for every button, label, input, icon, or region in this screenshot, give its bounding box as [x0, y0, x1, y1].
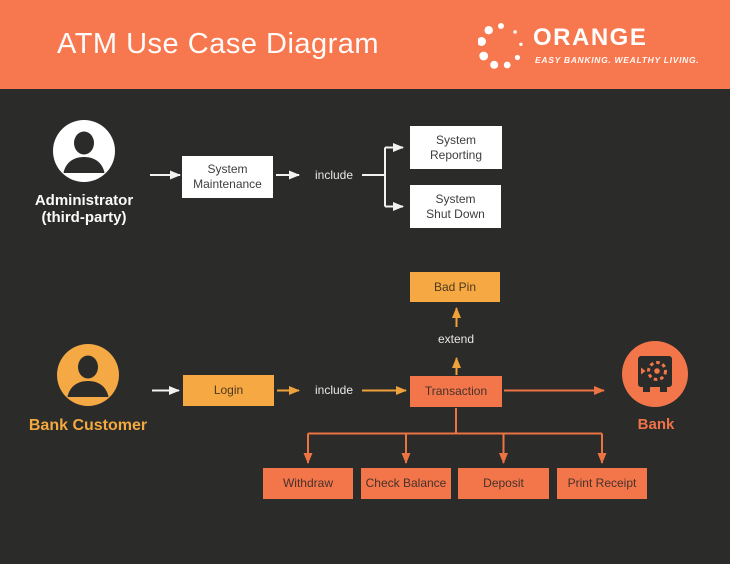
usecase-system-maintenance: System Maintenance	[182, 156, 273, 198]
actor-administrator	[53, 120, 115, 182]
usecase-system-reporting: System Reporting	[410, 126, 502, 169]
edge-label-include-admin: include	[314, 168, 354, 182]
usecase-withdraw: Withdraw	[263, 468, 353, 499]
edge-transaction-branch	[308, 408, 602, 435]
edge-label-extend: extend	[437, 332, 475, 346]
actor-bank-customer	[57, 344, 119, 406]
page-title: ATM Use Case Diagram	[57, 28, 380, 60]
usecase-system-shut-down: System Shut Down	[410, 185, 501, 228]
actor-administrator-label-line1: Administrator	[34, 192, 134, 209]
edge-include-branch	[362, 147, 386, 207]
person-icon	[63, 131, 105, 173]
edge-label-include-customer: include	[314, 383, 354, 397]
usecase-bad-pin: Bad Pin	[410, 272, 500, 302]
usecase-deposit: Deposit	[458, 468, 549, 499]
person-icon	[67, 355, 109, 397]
usecase-transaction: Transaction	[410, 376, 502, 407]
usecase-check-balance: Check Balance	[361, 468, 451, 499]
brand-tagline: EASY BANKING. WEALTHY LIVING.	[535, 55, 700, 65]
orange-logo-dots-icon	[478, 23, 523, 69]
safe-vault-icon	[638, 356, 672, 392]
brand-name: ORANGE	[533, 24, 648, 51]
header: ATM Use Case Diagram ORANGE EASY BANKING…	[0, 0, 730, 89]
actor-bank	[622, 341, 688, 407]
usecase-print-receipt: Print Receipt	[557, 468, 647, 499]
actor-bank-label: Bank	[637, 416, 675, 433]
actor-bank-customer-label: Bank Customer	[28, 417, 148, 434]
actor-administrator-label: Administrator (third-party)	[14, 192, 154, 226]
usecase-login: Login	[183, 375, 274, 406]
actor-administrator-label-line2: (third-party)	[41, 209, 127, 226]
